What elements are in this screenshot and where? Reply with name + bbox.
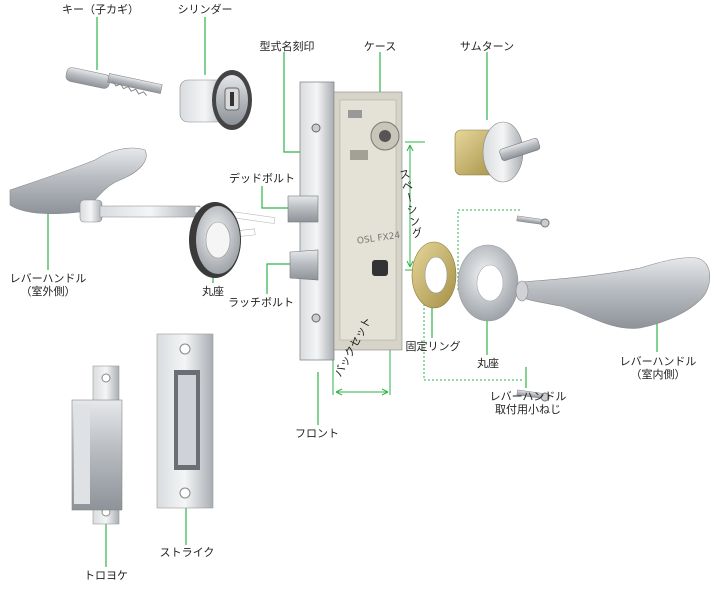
label-cylinder: シリンダー xyxy=(177,3,233,16)
label-lever-outer: レバーハンドル （室外側） xyxy=(8,272,88,298)
right-rosette-part xyxy=(457,244,519,322)
label-fixing-ring: 固定リング xyxy=(405,340,461,353)
label-box-strike: トロヨケ xyxy=(84,569,128,582)
label-rosette-left: 丸座 xyxy=(202,285,224,298)
strike-plate-part xyxy=(156,333,214,509)
label-lever-outer-l2: （室外側） xyxy=(20,285,76,298)
label-key: キー（子カギ） xyxy=(62,3,139,16)
label-rosette-right: 丸座 xyxy=(477,357,499,370)
label-screw-l1: レバーハンドル xyxy=(489,390,567,403)
label-latchbolt: ラッチボルト xyxy=(228,296,294,309)
label-lever-outer-l1: レバーハンドル xyxy=(9,272,87,285)
label-lever-inner-l2: （室内側） xyxy=(630,368,686,381)
label-thumbturn: サムターン xyxy=(459,40,515,53)
thumbturn-part xyxy=(454,121,541,183)
label-model-stamp: 型式名刻印 xyxy=(259,40,315,53)
key-part xyxy=(65,67,163,96)
label-case: ケース xyxy=(363,40,397,53)
label-strike: ストライク xyxy=(159,546,215,559)
guide-lines xyxy=(423,209,522,381)
lock-case-part: OSL FX24 xyxy=(287,81,403,361)
label-lever-inner-l1: レバーハンドル xyxy=(619,355,697,368)
label-front: フロント xyxy=(295,427,339,440)
label-deadbolt: デッドボルト xyxy=(229,172,295,185)
cylinder-part xyxy=(179,70,252,130)
screws-part xyxy=(516,215,550,402)
box-strike-part xyxy=(71,365,123,525)
inner-lever-part xyxy=(515,257,711,329)
label-screw-l2: 取付用小ねじ xyxy=(495,403,561,416)
label-screw: レバーハンドル 取付用小ねじ xyxy=(486,390,570,416)
fixing-ring-part xyxy=(411,241,457,309)
left-rosette-part xyxy=(189,202,241,278)
label-lever-inner: レバーハンドル （室内側） xyxy=(615,355,701,381)
